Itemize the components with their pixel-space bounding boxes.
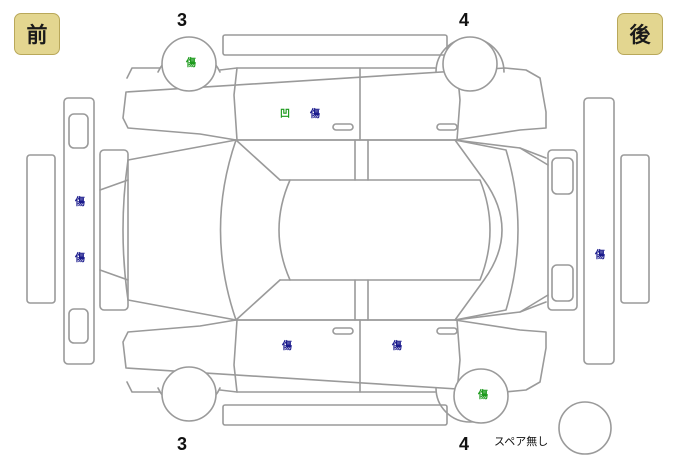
damage-mark-right-rear-door: 傷	[392, 341, 402, 352]
front-grille	[99, 149, 129, 311]
body-top-view	[127, 139, 547, 321]
rear-panel	[547, 149, 578, 311]
front-bumper-outer	[26, 154, 56, 304]
spare-tire-label: スペア無し	[494, 435, 549, 448]
rear-bumper-outer	[620, 154, 650, 304]
tire-front-top	[161, 36, 217, 92]
wheel-number-rear-bottom: 4	[459, 434, 470, 454]
damage-mark-hood-upper: 傷	[75, 197, 85, 208]
damage-mark-hood-lower: 傷	[75, 253, 85, 264]
front-badge: 前	[14, 13, 60, 55]
tire-front-bottom	[161, 366, 217, 422]
rear-bumper	[583, 97, 615, 365]
spare-tire	[558, 401, 612, 455]
damage-mark-rear-bumper: 傷	[595, 250, 605, 261]
tire-rear-top	[442, 36, 498, 92]
wheel-number-front-top: 3	[177, 10, 188, 30]
damage-mark-front-top-wheel: 傷	[186, 58, 196, 69]
front-bumper	[63, 97, 95, 365]
tire-rear-bottom	[453, 368, 509, 424]
wheel-number-front-bottom: 3	[177, 434, 188, 454]
hood	[122, 159, 129, 301]
wheel-number-rear-top: 4	[459, 10, 470, 30]
damage-mark-rear-bottom-wheel: 傷	[478, 390, 488, 401]
top-side-molding	[222, 34, 448, 56]
damage-mark-left-front-door-dent: 凹	[280, 109, 290, 120]
rear-badge: 後	[617, 13, 663, 55]
damage-mark-left-front-door-scratch: 傷	[310, 109, 320, 120]
bottom-side-molding	[222, 404, 448, 426]
rear-window	[454, 139, 519, 321]
damage-mark-right-front-door: 傷	[282, 341, 292, 352]
windshield	[219, 139, 281, 321]
roof	[278, 179, 491, 281]
